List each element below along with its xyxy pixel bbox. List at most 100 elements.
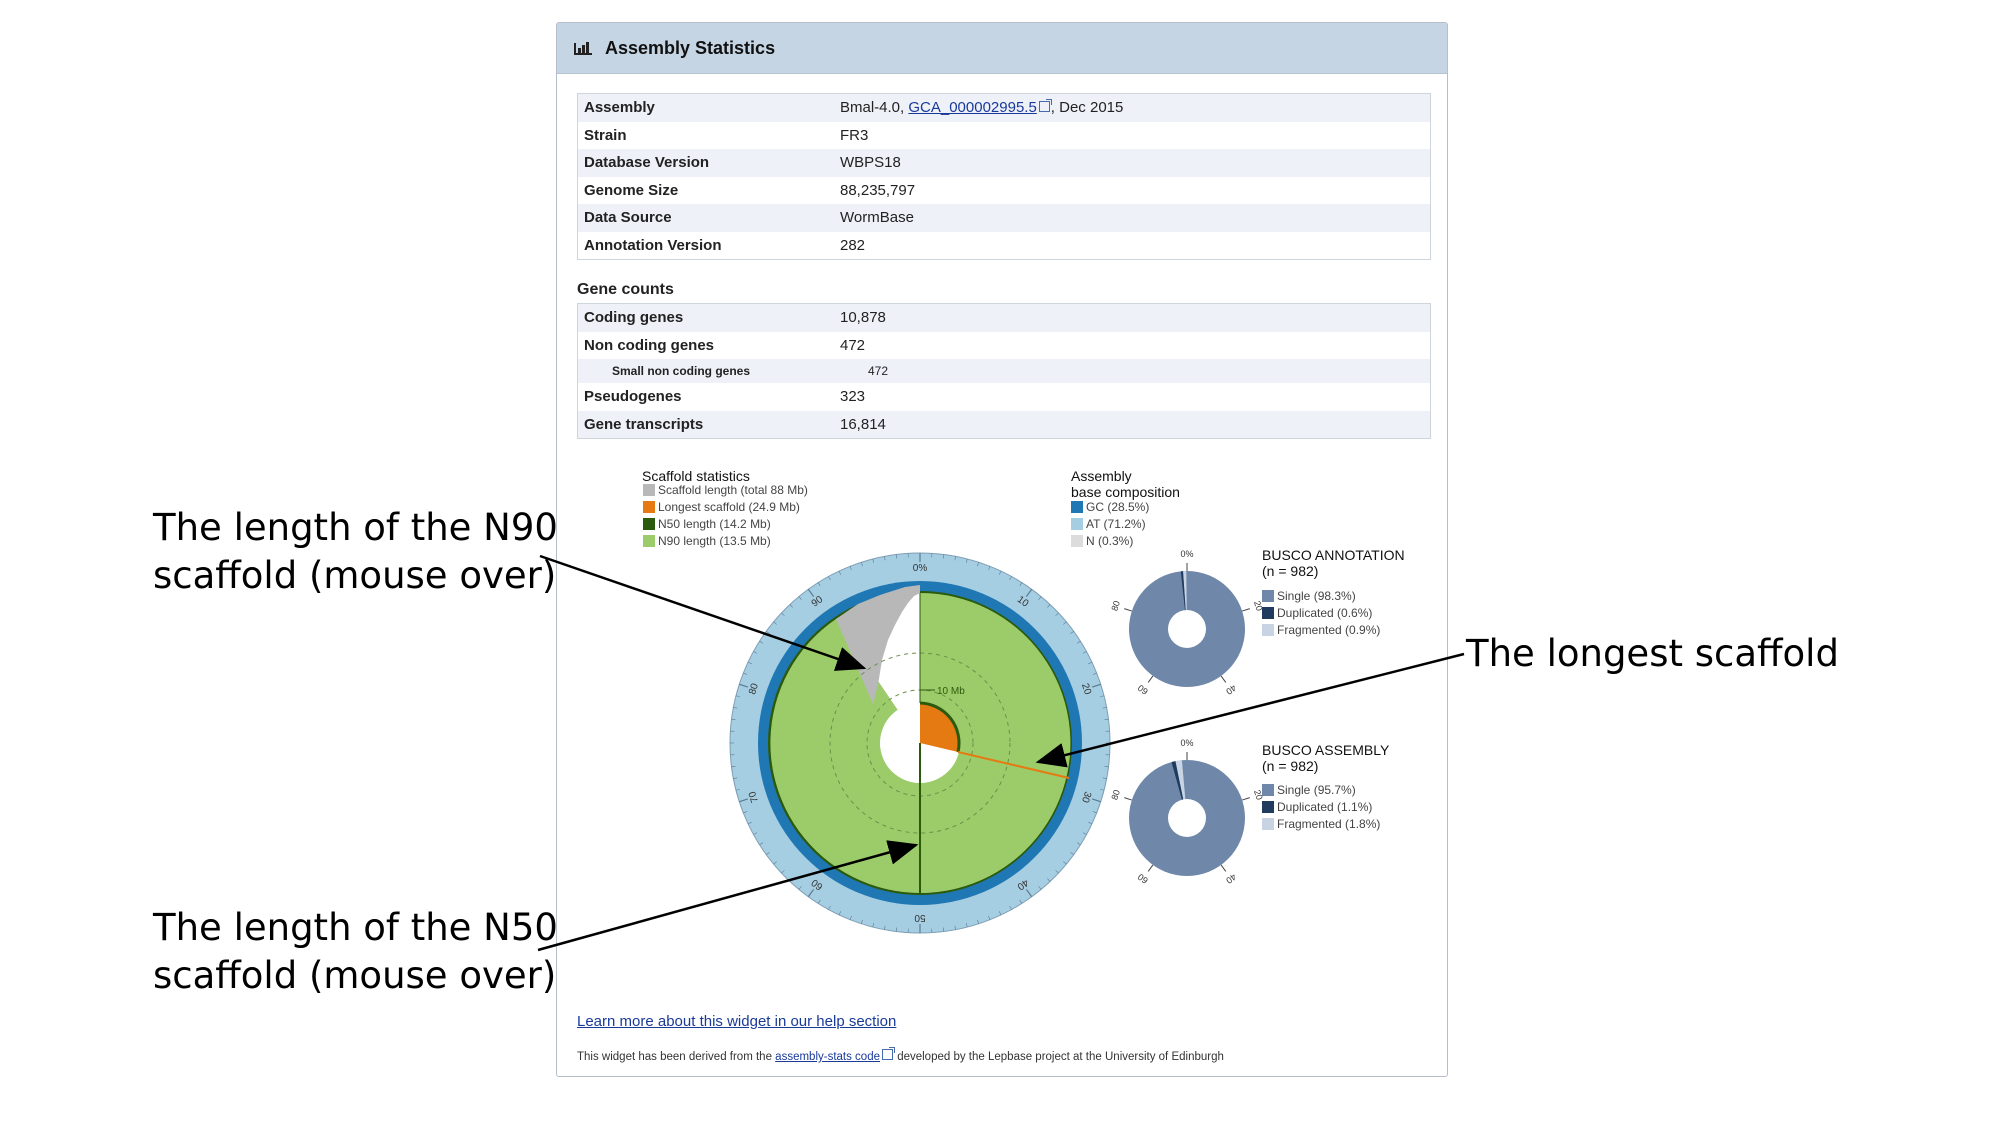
tick-label: 0% [913, 563, 928, 574]
bar-chart-icon [573, 40, 593, 56]
table-row: Assembly Bmal-4.0, GCA_000002995.5, Dec … [578, 94, 1430, 122]
tick-mark [1047, 604, 1051, 608]
tick-mark [1124, 797, 1132, 801]
table-row: Pseudogenes 323 [578, 383, 1430, 411]
assembly-statistics-widget: Assembly Statistics Assembly Bmal-4.0, G… [556, 22, 1448, 1077]
legend-swatch [1262, 818, 1274, 830]
busco-assembly-chart: 0% 20 40 60 80 BUSCO ASSEMBLY (n = 982) … [1109, 738, 1390, 886]
tick-mark [965, 558, 968, 563]
tick-mark [789, 604, 793, 608]
composition-legend-title: Assembly [1071, 468, 1132, 484]
legend-swatch [643, 501, 655, 513]
longest-scaffold-arrow [1035, 652, 1465, 768]
tick-mark [1242, 797, 1250, 801]
help-section-link[interactable]: Learn more about this widget in our help… [577, 1013, 897, 1030]
tick-mark [773, 861, 777, 865]
tick-mark [988, 566, 991, 571]
legend-item: AT (71.2%) [1086, 517, 1146, 531]
tick-mark [773, 621, 777, 625]
table-row: Database Version WBPS18 [578, 149, 1430, 177]
tick-label: 20 [1252, 600, 1265, 613]
tick-label: 20 [1079, 682, 1093, 696]
outer-ring-ticks [730, 553, 1110, 933]
widget-footer: This widget has been derived from the as… [577, 1047, 1224, 1063]
tick-mark [1038, 886, 1042, 890]
busco-title: BUSCO ASSEMBLY [1262, 742, 1390, 758]
legend-swatch [1262, 784, 1274, 796]
legend-item: Fragmented (1.8%) [1277, 817, 1380, 831]
tick-label: 80 [1109, 789, 1122, 802]
tick-label: 40 [1224, 872, 1238, 886]
annotation-line: scaffold (mouse over) [153, 954, 557, 997]
tick-mark [861, 919, 863, 924]
row-value: WBPS18 [840, 154, 901, 172]
legend-item: Scaffold length (total 88 Mb) [658, 483, 808, 497]
tick-mark [731, 718, 736, 720]
tick-mark [766, 852, 770, 855]
tick-mark [1242, 608, 1250, 612]
table-row: Coding genes 10,878 [578, 304, 1430, 332]
gene-counts-table: Coding genes 10,878 Non coding genes 472… [577, 303, 1431, 439]
tick-mark [861, 562, 863, 567]
legend-item: Duplicated (0.6%) [1277, 606, 1372, 620]
scaffold-length-tail [836, 585, 920, 704]
row-value: 472 [868, 364, 889, 378]
n50-arrow [537, 840, 919, 952]
tick-label: 0% [1180, 549, 1193, 559]
legend-swatch [1262, 624, 1274, 636]
tick-mark [943, 927, 945, 932]
longest-scaffold-sector [920, 703, 960, 752]
row-value: FR3 [840, 126, 869, 144]
tick-mark [998, 570, 1002, 575]
tick-mark [1091, 798, 1101, 803]
tick-label: 0% [1180, 738, 1193, 748]
gene-counts-title: Gene counts [577, 281, 674, 298]
tick-mark [849, 566, 852, 571]
legend-item: Longest scaffold (24.9 Mb) [658, 500, 800, 514]
tick-mark [759, 640, 764, 644]
tick-mark [1076, 640, 1081, 644]
row-value: 88,235,797 [840, 181, 916, 199]
tick-mark [743, 811, 748, 814]
tick-mark [872, 923, 875, 928]
tick-mark [1100, 695, 1105, 698]
reference-circle [829, 652, 1011, 834]
tick-mark [735, 788, 740, 791]
assembly-accession-link[interactable]: GCA_000002995.5 [908, 99, 1037, 117]
table-row: Small non coding genes 472 [578, 359, 1430, 383]
legend-swatch [1262, 590, 1274, 602]
row-label: Coding genes [584, 309, 684, 327]
tick-mark [1055, 870, 1059, 874]
tick-mark [1124, 608, 1132, 612]
tick-mark [977, 919, 979, 924]
annotation-line: The length of the N50 [153, 906, 558, 949]
tick-mark [838, 911, 842, 916]
tick-mark [1076, 842, 1081, 846]
row-value: 282 [840, 236, 866, 254]
legend-swatch [1071, 501, 1083, 513]
row-value: 10,878 [840, 309, 886, 327]
tick-mark [781, 612, 785, 616]
tick-mark [781, 870, 785, 874]
tick-mark [828, 905, 831, 910]
tick-mark [1038, 596, 1042, 600]
tick-mark [1100, 788, 1105, 791]
composition-legend: Assembly base composition GC (28.5%) AT … [1071, 468, 1180, 548]
tick-label: 60 [1136, 683, 1150, 697]
tick-mark [838, 570, 842, 575]
tick-mark [977, 562, 979, 567]
row-value: WormBase [840, 209, 914, 227]
tick-mark [753, 832, 758, 835]
tick-label: 40 [1224, 683, 1238, 697]
tick-mark [1009, 576, 1012, 581]
legend-item: N (0.3%) [1086, 534, 1133, 548]
tick-mark [1220, 864, 1227, 872]
tick-mark [1070, 631, 1074, 634]
tick-mark [1063, 861, 1067, 865]
assembly-stats-code-link[interactable]: assembly-stats code [775, 1051, 880, 1063]
tick-mark [1147, 675, 1154, 683]
tick-mark [1088, 821, 1093, 825]
tick-mark [817, 899, 821, 904]
legend-swatch [643, 535, 655, 547]
tick-mark [731, 766, 736, 768]
